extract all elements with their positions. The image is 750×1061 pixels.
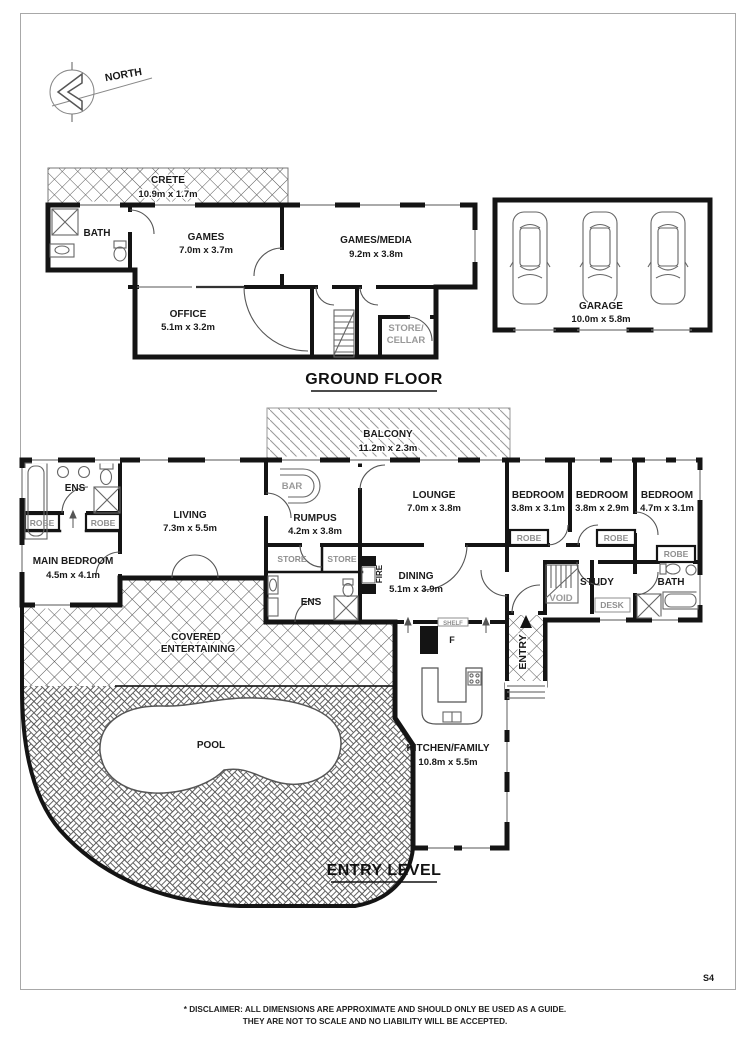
room-label-covered-2: ENTERTAINING bbox=[161, 644, 235, 655]
room-label-bath-ground: BATH bbox=[83, 228, 110, 239]
room-dims-games: 7.0m x 3.7m bbox=[179, 245, 233, 256]
room-label-robe1: ROBE bbox=[517, 533, 542, 543]
threshold-arrows bbox=[69, 509, 490, 633]
room-dims-office: 5.1m x 3.2m bbox=[161, 322, 215, 333]
kitchen-fixtures bbox=[420, 626, 483, 725]
room-label-dining: DINING bbox=[399, 571, 434, 582]
label-shelf: SHELF bbox=[443, 621, 463, 627]
entry-doors bbox=[61, 464, 659, 623]
room-dims-living: 7.3m x 5.5m bbox=[163, 523, 217, 534]
room-dims-crete: 10.9m x 1.7m bbox=[138, 189, 197, 200]
room-label-store-right: STORE bbox=[327, 554, 356, 564]
room-label-lounge: LOUNGE bbox=[413, 490, 456, 501]
room-label-kitchen: KITCHEN/FAMILY bbox=[407, 743, 490, 754]
room-label-robe-main-right: ROBE bbox=[91, 518, 116, 528]
room-dims-lounge: 7.0m x 3.8m bbox=[407, 503, 461, 514]
garage-plan: GARAGE 10.0m x 5.8m bbox=[492, 197, 713, 333]
room-label-balcony: BALCONY bbox=[363, 429, 413, 440]
room-label-bar: BAR bbox=[282, 481, 303, 492]
room-dims-garage: 10.0m x 5.8m bbox=[571, 314, 630, 325]
room-label-robe3: ROBE bbox=[664, 549, 689, 559]
room-label-bedroom2: BEDROOM bbox=[576, 490, 628, 501]
room-dims-kitchen: 10.8m x 5.5m bbox=[418, 757, 477, 768]
entry-porch bbox=[505, 615, 547, 699]
room-label-desk: DESK bbox=[600, 600, 624, 610]
room-label-bedroom3: BEDROOM bbox=[641, 490, 693, 501]
crete-area bbox=[47, 167, 289, 206]
entry-windows bbox=[18, 456, 704, 852]
disclaimer-line-2: THEY ARE NOT TO SCALE AND NO LIABILITY W… bbox=[243, 1017, 508, 1026]
car-icon bbox=[509, 211, 551, 305]
ground-floor-title: GROUND FLOOR bbox=[305, 371, 443, 388]
room-label-store-cellar-1: STORE/ bbox=[388, 323, 424, 334]
room-label-robe-main-left: ROBE bbox=[30, 518, 55, 528]
balcony-area bbox=[266, 407, 511, 461]
room-dims-balcony: 11.2m x 2.3m bbox=[359, 443, 418, 454]
room-label-bedroom1: BEDROOM bbox=[512, 490, 564, 501]
ground-doors bbox=[129, 209, 433, 352]
room-label-rumpus: RUMPUS bbox=[293, 513, 337, 524]
room-label-crete: CRETE bbox=[151, 175, 185, 186]
cellar-stairs bbox=[333, 309, 355, 358]
entry-level-title: ENTRY LEVEL bbox=[327, 862, 442, 879]
entry-level-plan: BALCONY 11.2m x 2.3m ENS ROBE ROBE MAIN … bbox=[18, 407, 704, 908]
ground-bath-fixtures bbox=[49, 208, 127, 262]
room-dims-games-media: 9.2m x 3.8m bbox=[349, 249, 403, 260]
room-label-games: GAMES bbox=[188, 232, 225, 243]
bar-counter bbox=[280, 468, 321, 504]
pool-shape bbox=[99, 697, 342, 794]
void-stairs bbox=[545, 564, 579, 604]
room-label-living: LIVING bbox=[173, 510, 207, 521]
storage-boxes bbox=[23, 512, 697, 627]
room-label-entry: ENTRY bbox=[517, 634, 529, 669]
fireplace bbox=[361, 556, 376, 594]
room-dims-dining: 5.1m x 3.9m bbox=[389, 584, 443, 595]
room-label-pool: POOL bbox=[197, 740, 225, 751]
car-icon bbox=[647, 211, 689, 305]
room-label-garage: GARAGE bbox=[579, 301, 623, 312]
room-label-covered-1: COVERED bbox=[171, 632, 220, 643]
room-label-ens-pool: ENS bbox=[301, 597, 322, 608]
ground-floor-plan: CRETE 10.9m x 1.7m BATH GAMES 7.0m x 3.7… bbox=[45, 167, 479, 360]
room-label-ens-main: ENS bbox=[65, 483, 86, 494]
room-label-void: VOID bbox=[549, 593, 572, 604]
room-label-games-media: GAMES/MEDIA bbox=[340, 235, 412, 246]
room-label-study: STUDY bbox=[580, 577, 614, 588]
disclaimer-line-1: * DISCLAIMER: ALL DIMENSIONS ARE APPROXI… bbox=[184, 1005, 566, 1014]
room-dims-bedroom1: 3.8m x 3.1m bbox=[511, 503, 565, 514]
car-icon bbox=[579, 211, 621, 305]
pool-ensuite-fixtures bbox=[267, 575, 359, 621]
sheet-code: S4 bbox=[703, 973, 714, 983]
room-label-bath-entry: BATH bbox=[657, 577, 684, 588]
entry-level-outline bbox=[19, 457, 703, 851]
room-dims-bedroom2: 3.8m x 2.9m bbox=[575, 503, 629, 514]
label-fridge: F bbox=[449, 635, 455, 645]
room-label-store-left: STORE bbox=[277, 554, 306, 564]
room-label-robe2: ROBE bbox=[604, 533, 629, 543]
room-label-store-cellar-2: CELLAR bbox=[387, 335, 426, 346]
room-label-fire: FIRE bbox=[375, 564, 384, 583]
room-dims-main-bedroom: 4.5m x 4.1m bbox=[46, 570, 100, 581]
room-label-office: OFFICE bbox=[170, 309, 207, 320]
ground-windows bbox=[80, 201, 479, 262]
bath-fixtures bbox=[636, 563, 699, 619]
ground-interior-walls bbox=[128, 203, 438, 359]
room-dims-bedroom3: 4.7m x 3.1m bbox=[640, 503, 694, 514]
room-label-main-bedroom: MAIN BEDROOM bbox=[33, 556, 114, 567]
room-dims-rumpus: 4.2m x 3.8m bbox=[288, 526, 342, 537]
